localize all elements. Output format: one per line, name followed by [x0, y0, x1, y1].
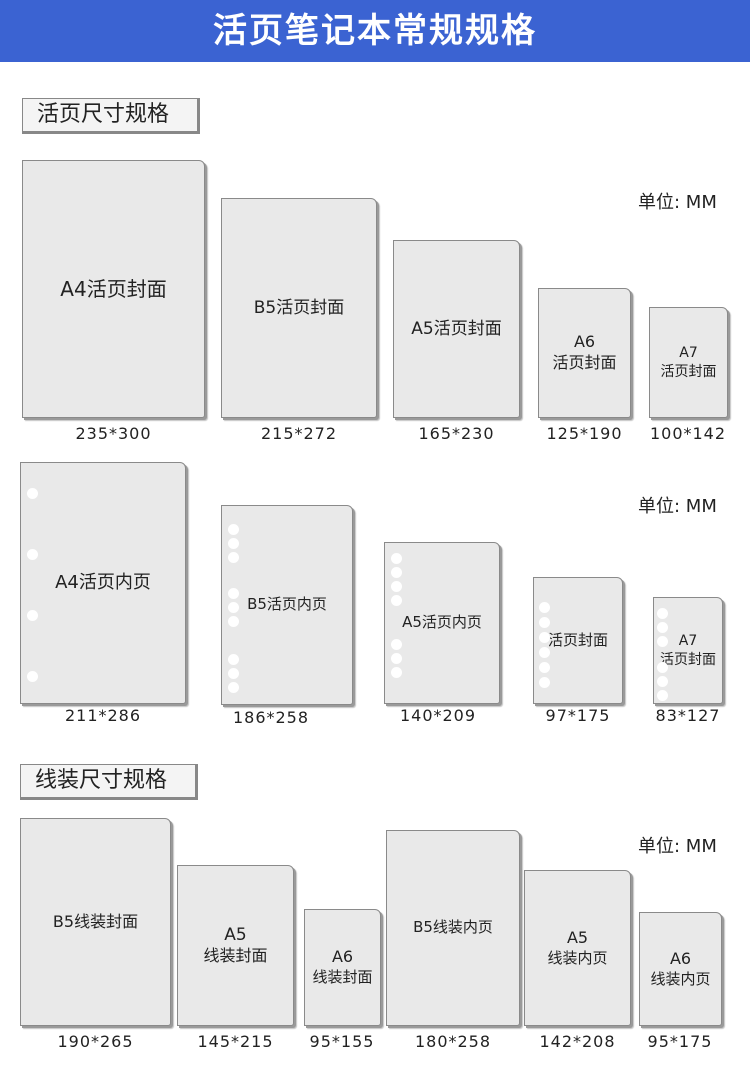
- punch-hole: [228, 588, 239, 599]
- punch-hole: [539, 632, 550, 643]
- card-a6-thread-inner: A6 线装内页: [639, 912, 722, 1026]
- punch-hole: [27, 671, 38, 682]
- dimension-label: 165*230: [418, 424, 495, 443]
- punch-hole: [657, 662, 668, 673]
- card-a5-cover: A5活页封面: [393, 240, 520, 418]
- card-a5-thread-cover: A5 线装封面: [177, 865, 294, 1026]
- punch-hole: [228, 602, 239, 613]
- punch-hole: [27, 610, 38, 621]
- card-label: A4活页内页: [55, 572, 151, 594]
- dimension-label: 95*175: [647, 1032, 713, 1051]
- card-label: A5活页内页: [402, 613, 482, 632]
- card-label: A4活页封面: [60, 277, 167, 301]
- card-sublabel: 活页封面: [552, 353, 617, 372]
- card-label: A7: [679, 345, 698, 362]
- punch-hole: [657, 622, 668, 633]
- dimension-label: 190*265: [57, 1032, 134, 1051]
- dimension-label: 186*258: [232, 708, 310, 727]
- punch-hole: [228, 668, 239, 679]
- punch-hole: [391, 639, 402, 650]
- dimension-label: 125*190: [546, 424, 623, 443]
- punch-hole: [539, 617, 550, 628]
- card-a7-cover: A7 活页封面: [649, 307, 728, 418]
- card-sublabel: 线装封面: [312, 968, 373, 987]
- card-label: A6: [573, 332, 596, 352]
- card-a4-inner: A4活页内页: [20, 462, 186, 704]
- punch-hole: [657, 636, 668, 647]
- punch-hole: [391, 553, 402, 564]
- punch-hole: [228, 682, 239, 693]
- punch-hole: [539, 647, 550, 658]
- dimension-label: 142*208: [539, 1032, 616, 1051]
- punch-hole: [27, 549, 38, 560]
- unit-label: 单位: MM: [638, 192, 717, 213]
- card-label: A5: [224, 925, 247, 946]
- dimension-label: 97*175: [545, 706, 611, 725]
- unit-label: 单位: MM: [638, 836, 717, 857]
- card-label: A6: [669, 948, 692, 968]
- punch-hole: [228, 538, 239, 549]
- card-a6-thread-cover: A6 线装封面: [304, 909, 381, 1026]
- dimension-label: 180*258: [414, 1032, 492, 1051]
- card-label: A5活页封面: [411, 318, 502, 339]
- card-sublabel: 线装内页: [547, 948, 608, 967]
- card-sublabel: 线装封面: [203, 946, 268, 966]
- card-label: A7: [678, 633, 698, 650]
- card-label: B5线装内页: [413, 918, 493, 937]
- card-label: A6: [331, 947, 354, 967]
- punch-hole: [228, 616, 239, 627]
- card-a5-thread-inner: A5 线装内页: [524, 870, 631, 1026]
- dimension-label: 145*215: [197, 1032, 274, 1051]
- punch-hole: [228, 552, 239, 563]
- punch-hole: [539, 662, 550, 673]
- punch-hole: [228, 654, 239, 665]
- dimension-label: 100*142: [649, 424, 727, 443]
- dimension-label: 95*155: [309, 1032, 375, 1051]
- card-sublabel: 活页封面: [660, 651, 716, 668]
- punch-hole: [539, 602, 550, 613]
- section-label-thread: 线装尺寸规格: [20, 764, 198, 800]
- page-title: 活页笔记本常规规格: [0, 0, 750, 62]
- card-label: B5活页封面: [253, 297, 345, 318]
- punch-hole: [391, 653, 402, 664]
- card-label: B5活页内页: [247, 595, 327, 614]
- card-a6-cover: A6 活页封面: [538, 288, 631, 418]
- punch-hole: [27, 488, 38, 499]
- punch-hole: [391, 581, 402, 592]
- card-b5-thread-cover: B5线装封面: [20, 818, 171, 1026]
- dimension-label: 211*286: [64, 706, 142, 725]
- card-a6-inner: 活页封面: [533, 577, 623, 704]
- punch-hole: [391, 567, 402, 578]
- dimension-label: 235*300: [75, 424, 152, 443]
- card-a5-inner: A5活页内页: [384, 542, 500, 704]
- dimension-label: 83*127: [655, 706, 721, 725]
- section-label-loose: 活页尺寸规格: [22, 98, 200, 134]
- card-label: A5: [566, 927, 589, 947]
- card-label: 活页封面: [547, 630, 608, 649]
- card-label: B5线装封面: [52, 911, 139, 931]
- card-sublabel: 线装内页: [650, 969, 711, 988]
- punch-hole: [539, 677, 550, 688]
- card-b5-cover: B5活页封面: [221, 198, 377, 418]
- dimension-label: 140*209: [399, 706, 477, 725]
- punch-hole: [228, 524, 239, 535]
- unit-label: 单位: MM: [638, 496, 717, 517]
- card-sublabel: 活页封面: [660, 363, 717, 380]
- punch-hole: [657, 676, 668, 687]
- punch-hole: [391, 595, 402, 606]
- card-b5-thread-inner: B5线装内页: [386, 830, 520, 1026]
- punch-hole: [657, 608, 668, 619]
- card-b5-inner: B5活页内页: [221, 505, 353, 705]
- card-a4-cover: A4活页封面: [22, 160, 205, 418]
- dimension-label: 215*272: [260, 424, 338, 443]
- punch-hole: [391, 667, 402, 678]
- punch-hole: [657, 690, 668, 701]
- card-a7-inner: A7 活页封面: [653, 597, 723, 704]
